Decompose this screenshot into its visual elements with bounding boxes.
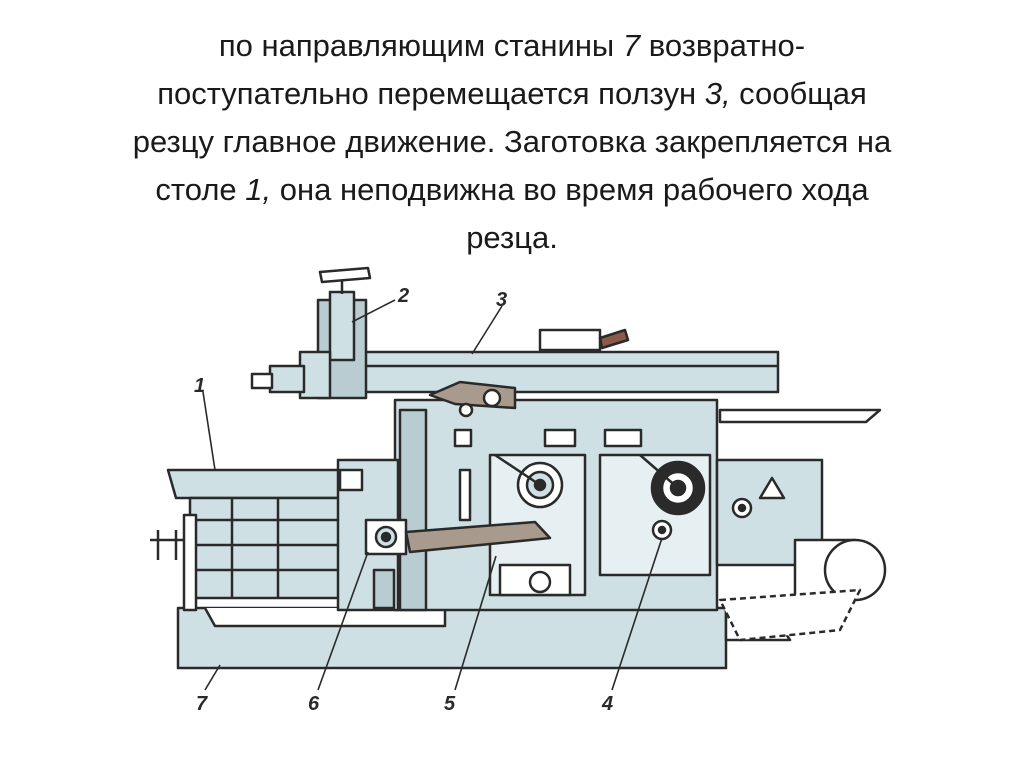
- leader-6: [317, 551, 369, 691]
- leader-2: [351, 299, 396, 323]
- lower-gear: [528, 570, 552, 594]
- worktable-top: [166, 468, 354, 500]
- leader-7: [204, 664, 221, 691]
- handwheel-icon: [318, 266, 372, 284]
- label-6: 6: [308, 693, 320, 715]
- text-line-1: по направляющим станины 7 возвратно-: [218, 28, 806, 63]
- feed-knob-icon: [150, 530, 184, 560]
- label-3: 3: [496, 289, 507, 311]
- slot-3: [603, 428, 643, 448]
- saddle-gear: [364, 518, 408, 556]
- worktable-body: [188, 496, 352, 600]
- rocker-arm: [404, 520, 552, 554]
- bed-recess: [203, 607, 447, 628]
- description-text: по направляющим станины 7 возвратно- пос…: [60, 22, 964, 262]
- leader-1: [202, 391, 216, 471]
- ref-1: 1,: [245, 172, 272, 207]
- saddle-post: [372, 568, 396, 610]
- label-7: 7: [196, 693, 208, 715]
- column-pillar: [398, 408, 428, 612]
- tool-slide: [328, 290, 356, 362]
- warning-triangle-icon: [758, 476, 786, 500]
- text-line-2: поступательно перемещается ползун 3, соо…: [157, 76, 867, 111]
- label-2: 2: [397, 285, 409, 307]
- label-5: 5: [444, 693, 456, 715]
- ram-clamp-handle: [538, 328, 602, 352]
- cutter-holder: [268, 364, 306, 394]
- text-line-3: резцу главное движение. Заготовка закреп…: [132, 124, 892, 159]
- label-1: 1: [194, 375, 205, 397]
- ref-7: 7: [622, 28, 641, 63]
- leader-5: [454, 555, 497, 691]
- cutter: [250, 372, 274, 390]
- ram: [358, 350, 780, 394]
- motor-guard: [718, 588, 862, 642]
- text-line-5: резца.: [466, 220, 558, 255]
- slot-1: [453, 428, 473, 448]
- crank-link: [458, 468, 472, 522]
- ref-3: 3,: [704, 76, 731, 111]
- label-4: 4: [601, 693, 613, 715]
- ram-guide: [718, 408, 882, 424]
- text-line-4: столе 1, она неподвижна во время рабочег…: [155, 172, 869, 207]
- leader-4: [611, 537, 663, 691]
- leader-3: [471, 305, 503, 355]
- slot-2: [543, 428, 577, 448]
- table-support: [182, 513, 198, 612]
- shaping-machine-diagram: 1 2 3 4 5 6 7: [150, 266, 887, 715]
